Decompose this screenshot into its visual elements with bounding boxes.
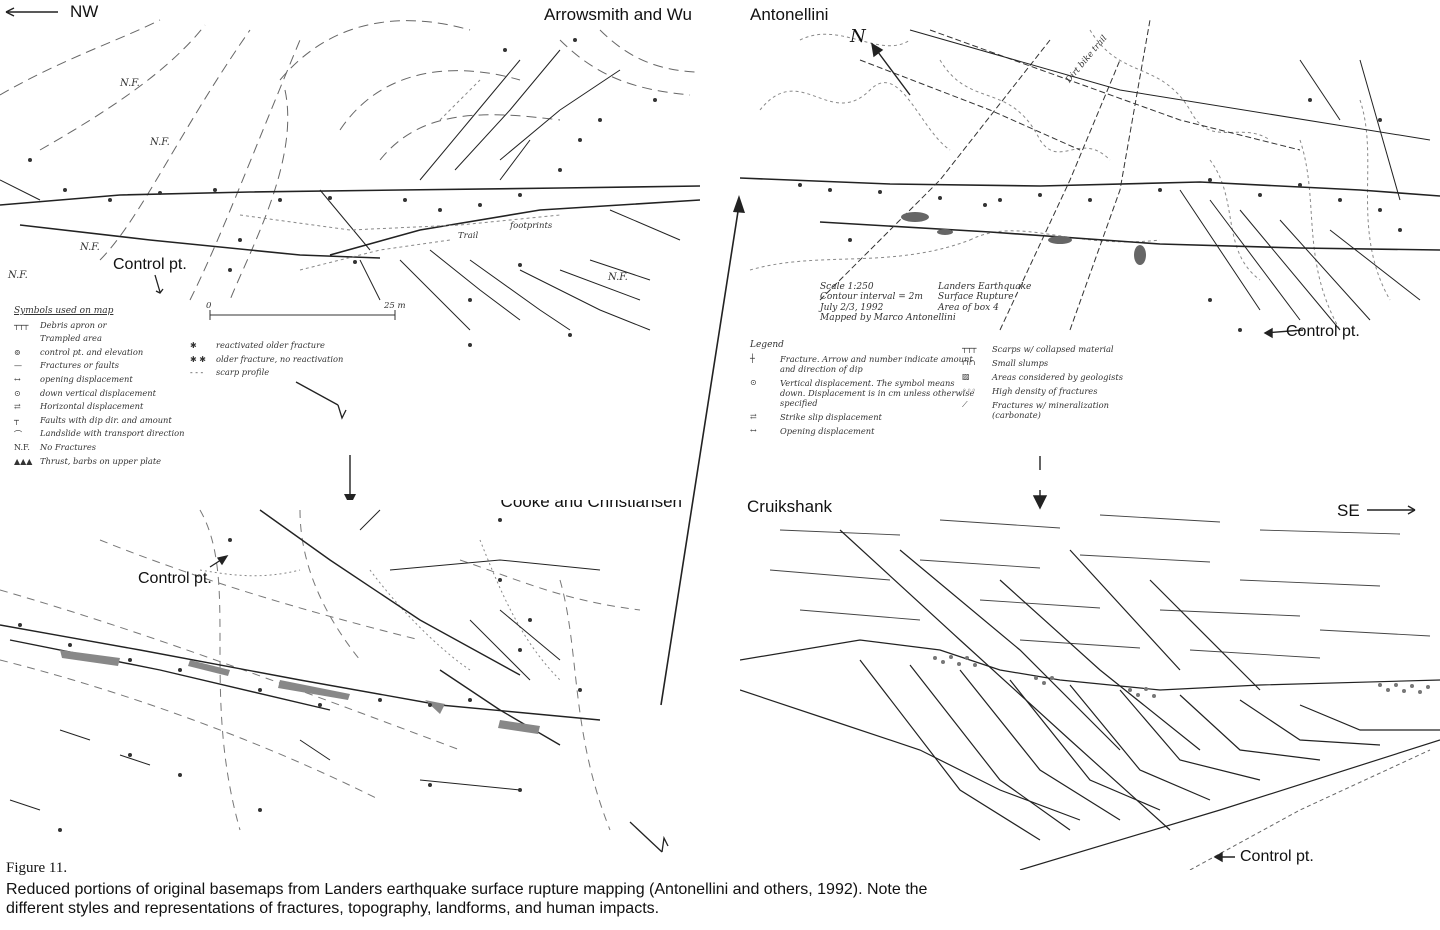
map-note-line: Area of box 4 xyxy=(938,302,999,313)
legend-arrowsmith-wu: Symbols used on map ┬┬┬Debris apron or T… xyxy=(14,306,274,469)
legend-item: - - -scarp profile xyxy=(190,367,270,378)
control-point-label: Control pt. xyxy=(1286,323,1360,340)
cruikshank-sketch xyxy=(740,490,1440,870)
panel-antonellini: Antonellini N Control pt. Dirt bike trai… xyxy=(740,0,1440,470)
legend-antonellini-right: ┬┬┬Scarps w/ collapsed material ∩∩Small … xyxy=(962,344,1132,424)
legend-title: Symbols used on map xyxy=(14,306,114,316)
legend-item: ⇄Strike slip displacement xyxy=(750,412,882,422)
legend-item: ∩∩Small slumps xyxy=(962,358,1049,368)
map-note-line: Mapped by Marco Antonellini xyxy=(820,313,956,324)
map-mark-nf: N.F. xyxy=(120,78,140,89)
legend-item: ↔opening displacement xyxy=(14,373,133,384)
panel-cruikshank: Cruikshank SE Control pt. xyxy=(740,490,1440,870)
antonellini-map xyxy=(740,19,1440,470)
panel-title-cooke-christiansen: Cooke and Christiansen xyxy=(500,500,682,511)
legend-item: ┼Fracture. Arrow and number indicate amo… xyxy=(750,354,973,374)
map-note-right: Landers Earthquake Surface Rupture Area … xyxy=(938,282,1031,313)
scale-bar-zero: 0 xyxy=(206,301,212,311)
figure-caption: Reduced portions of original basemaps fr… xyxy=(6,881,928,917)
legend-item: ┬┬┬Scarps w/ collapsed material xyxy=(962,344,1114,354)
map-mark-nf: N.F. xyxy=(608,272,628,283)
legend-item: ✱reactivated older fracture xyxy=(190,340,325,350)
legend-item: ▨Areas considered by geologists xyxy=(962,372,1123,382)
map-mark-nf: N.F. xyxy=(80,242,100,253)
arrowsmith-wu-map xyxy=(0,7,700,500)
legend-item: ↔Opening displacement xyxy=(750,426,875,436)
panel-title-antonellini: Antonellini xyxy=(750,5,829,24)
control-point-label: Control pt. xyxy=(113,256,187,273)
map-note-left: Scale 1:250 Contour interval = 2m July 2… xyxy=(820,282,956,323)
direction-label-nw: NW xyxy=(70,2,99,21)
panel-arrowsmith-wu: NW Arrowsmith and Wu Control pt. N.F. N.… xyxy=(0,0,700,500)
legend-item: ┬Faults with dip dir. and amount xyxy=(14,414,172,425)
legend-item: ▲▲▲Thrust, barbs on upper plate xyxy=(14,455,162,466)
legend-item: ⊙down vertical displacement xyxy=(14,387,156,398)
control-point-label: Control pt. xyxy=(138,570,212,587)
map-note-line: Scale 1:250 xyxy=(820,282,874,292)
control-point-label: Control pt. xyxy=(1240,848,1314,865)
legend-item: N.F.No Fractures xyxy=(14,441,97,452)
map-mark-nf: N.F. xyxy=(150,137,170,148)
map-mark-trail: Trail xyxy=(458,231,479,241)
legend-item: Trampled area xyxy=(40,333,102,344)
map-note-line: Landers Earthquake xyxy=(938,282,1032,292)
map-note-line: July 2/3, 1992 xyxy=(820,302,884,313)
legend-item: ⊙Vertical displacement. The symbol means… xyxy=(750,378,975,408)
legend-item: ⊚control pt. and elevation xyxy=(14,346,144,357)
legend-arrowsmith-wu-right: ✱reactivated older fracture ✱ ✱older fra… xyxy=(190,340,450,381)
direction-label-se: SE xyxy=(1337,501,1360,520)
north-arrow-label: N xyxy=(850,26,866,47)
legend-antonellini: Legend ┼Fracture. Arrow and number indic… xyxy=(750,340,1130,440)
map-mark-nf: N.F. xyxy=(8,270,28,281)
map-mark-footprints: footprints xyxy=(510,221,553,231)
panel-cooke-christiansen: Cooke and Christiansen Control pt. xyxy=(0,500,700,860)
legend-item: ✱ ✱older fracture, no reactivation xyxy=(190,353,344,364)
legend-item: ⌒Landslide with transport direction xyxy=(14,428,185,440)
legend-item: —Fractures or faults xyxy=(14,360,119,371)
cooke-christiansen-map xyxy=(0,509,669,853)
legend-item: ⟋Fractures w/ mineralization (carbonate) xyxy=(962,400,1109,420)
figure-label: Figure 11. xyxy=(6,860,68,876)
legend-item: ⇄Horizontal displacement xyxy=(14,401,144,412)
panel-title-cruikshank: Cruikshank xyxy=(747,497,833,516)
legend-title: Legend xyxy=(750,340,784,350)
legend-item: ┬┬┬Debris apron or xyxy=(14,319,107,330)
map-note-line: Contour interval = 2m xyxy=(820,292,923,303)
panel-title-arrowsmith-wu: Arrowsmith and Wu xyxy=(543,5,692,24)
scale-bar-end: 25 m xyxy=(384,301,406,311)
map-note-line: Surface Rupture xyxy=(938,292,1014,303)
legend-item: ◦◦◦High density of fractures xyxy=(962,386,1098,396)
